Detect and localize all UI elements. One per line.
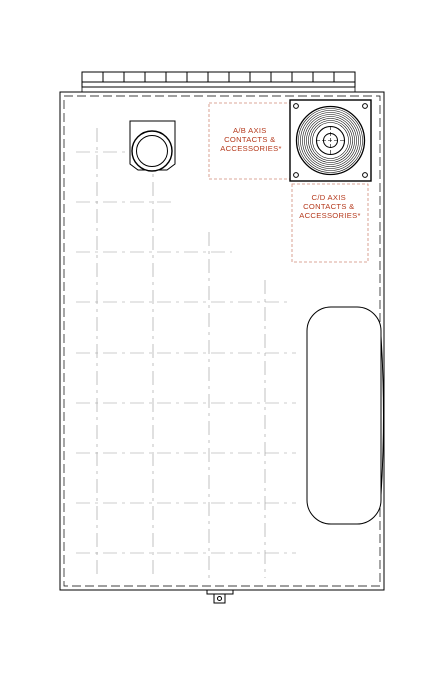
cd-label-line-2: CONTACTS & <box>303 202 354 211</box>
joystick-boot-fold <box>300 110 361 171</box>
ab-label-line-1: A/B AXIS <box>233 126 267 135</box>
ab-axis-label: A/B AXIS CONTACTS & ACCESSORIES* <box>220 126 281 153</box>
hand-grip <box>306 306 384 525</box>
joystick-boot-fold <box>310 120 351 161</box>
cd-axis-zone <box>291 183 369 263</box>
construction-grid <box>76 128 296 578</box>
cd-label-line-3: ACCESSORIES* <box>299 211 360 220</box>
joystick-boot-fold <box>306 116 355 165</box>
joystick-boot-fold <box>304 114 357 167</box>
conduit-hub <box>129 120 176 172</box>
top-hinge-strip <box>81 71 356 93</box>
ab-axis-zone <box>208 102 291 180</box>
ab-label-line-3: ACCESSORIES* <box>220 144 281 153</box>
joystick-boot-fold <box>298 108 363 173</box>
joystick-boot-fold <box>308 118 353 163</box>
cd-label-line-1: C/D AXIS <box>312 193 346 202</box>
bottom-latch <box>206 589 234 604</box>
cd-axis-label: C/D AXIS CONTACTS & ACCESSORIES* <box>299 193 360 220</box>
joystick-boot-ring <box>295 105 366 176</box>
joystick-boot-fold <box>312 122 349 159</box>
joystick-boot-fold <box>302 112 359 169</box>
joystick-mount <box>289 99 372 182</box>
ab-label-line-2: CONTACTS & <box>224 135 275 144</box>
